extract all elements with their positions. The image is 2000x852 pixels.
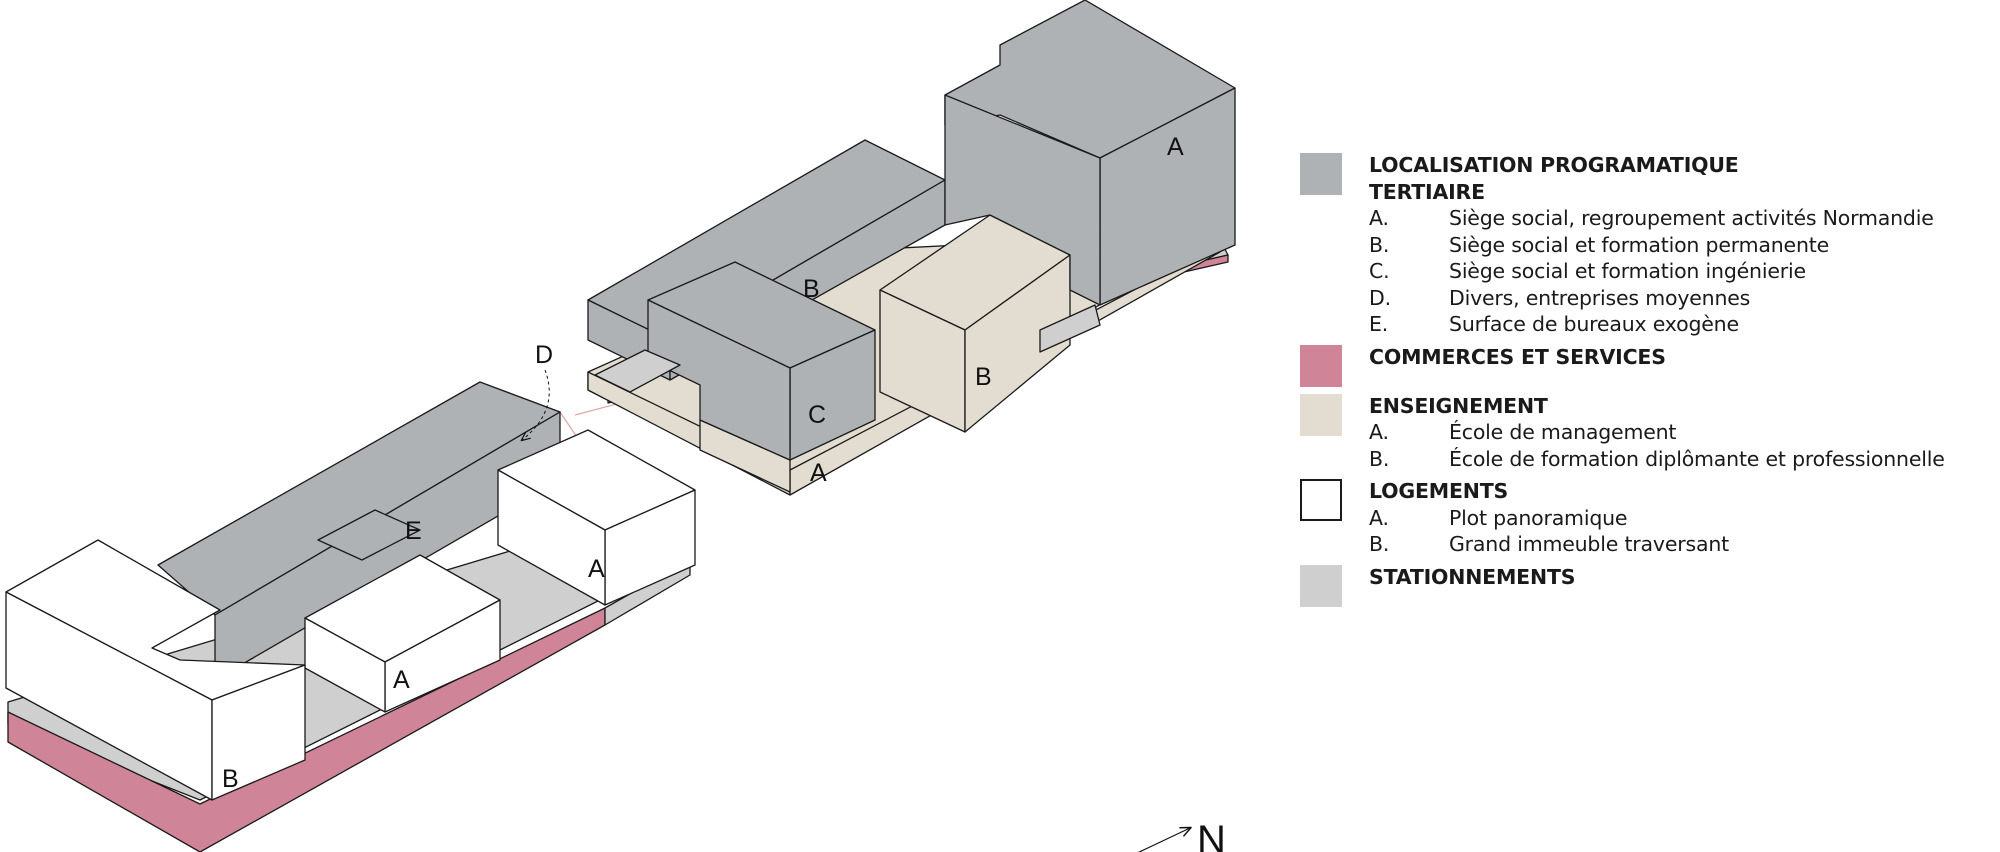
parking-bar-1 <box>594 349 681 393</box>
legend-item-letter: A. <box>1369 420 1389 444</box>
isometric-program-diagram: A B C A B D E A A B N <box>5 0 1236 852</box>
label-tower-a: A <box>1167 133 1184 161</box>
legend-item-text: Siège social et formation ingénierie <box>1449 259 1806 283</box>
legend-heading: STATIONNEMENTS <box>1369 564 1576 589</box>
school-b-side <box>964 254 1071 433</box>
legend-body: STATIONNEMENTS <box>1369 564 1990 591</box>
north-arrow-icon <box>1137 828 1190 852</box>
legend-item: A. École de management <box>1369 419 1990 446</box>
legend-swatch-commerces <box>1300 344 1342 387</box>
label-d-pointer <box>522 369 550 440</box>
label-housing-a-rear: A <box>588 555 605 583</box>
legend-item-letter: C. <box>1369 259 1390 283</box>
legend-item-letter: A. <box>1369 505 1389 530</box>
legend-item-letter: E. <box>1369 312 1389 336</box>
legend-item: A. Plot panoramique <box>1369 505 1990 532</box>
legend-swatch-stationnements <box>1300 564 1342 607</box>
parking-bar-2 <box>1039 304 1101 353</box>
legend-swatch-logements <box>1300 479 1342 521</box>
tertiary-e <box>317 509 421 561</box>
legend-item: B. Grand immeuble traversant <box>1369 531 1990 558</box>
label-school-a: A <box>810 459 827 487</box>
legend-item: C. Siège social et formation ingénierie <box>1369 258 1990 285</box>
label-housing-b: B <box>222 765 239 793</box>
legend-heading: ENSEIGNEMENT <box>1369 393 1548 418</box>
legend-item-text: Plot panoramique <box>1449 505 1628 530</box>
legend-item: B. Siège social et formation permanente <box>1369 232 1990 259</box>
legend-item: B. École de formation diplômante et profe… <box>1369 446 1990 473</box>
legend-group-stationnements: STATIONNEMENTS <box>1300 564 1990 607</box>
legend-swatch-tertiaire <box>1300 153 1342 195</box>
legend-item-letter: A. <box>1369 206 1389 230</box>
label-tertiary-b: B <box>803 275 820 303</box>
legend-swatch-enseignement <box>1300 393 1342 436</box>
legend-heading: LOGEMENTS <box>1369 479 1509 503</box>
label-tertiary-e: E <box>405 517 422 545</box>
legend-item-text: Siège social, regroupement activités Nor… <box>1449 206 1934 230</box>
housing-a-rear-left <box>497 469 606 606</box>
housing-b-front <box>211 664 306 801</box>
legend-item-text: Surface de bureaux exogène <box>1449 312 1739 336</box>
tower-a-left <box>944 94 1101 306</box>
legend-title: LOCALISATION PROGRAMATIQUE <box>1369 153 1739 177</box>
legend-item-letter: B. <box>1369 232 1390 257</box>
label-housing-a-front: A <box>393 666 410 694</box>
legend-item-text: Grand immeuble traversant <box>1449 532 1729 556</box>
label-tertiary-d: D <box>535 341 553 369</box>
label-tertiary-c: C <box>808 401 826 429</box>
legend-heading: COMMERCES ET SERVICES <box>1369 344 1666 369</box>
legend-item-text: Divers, entreprises moyennes <box>1449 285 1751 310</box>
legend-item: E. Surface de bureaux exogène <box>1369 311 1990 338</box>
legend-body: COMMERCES ET SERVICES <box>1369 344 1990 371</box>
legend-item: D. Divers, entreprises moyennes <box>1369 285 1990 312</box>
legend-item-text: École de management <box>1449 420 1677 444</box>
legend-item-text: École de formation diplômante et profess… <box>1449 446 1945 471</box>
north-block <box>587 0 1236 496</box>
south-block <box>5 381 696 852</box>
legend-item-text: Siège social et formation permanente <box>1449 232 1830 257</box>
legend-item-letter: D. <box>1369 285 1391 310</box>
housing-a-front-left <box>304 617 386 713</box>
legend-item-letter: B. <box>1369 446 1390 471</box>
legend-item-letter: B. <box>1369 532 1390 556</box>
legend-group-commerces: COMMERCES ET SERVICES <box>1300 344 1990 387</box>
legend-heading: TERTIAIRE <box>1369 179 1485 204</box>
north-label: N <box>1197 818 1226 852</box>
legend-item: A. Siège social, regroupement activités N… <box>1369 205 1990 232</box>
label-school-b: B <box>975 363 992 391</box>
